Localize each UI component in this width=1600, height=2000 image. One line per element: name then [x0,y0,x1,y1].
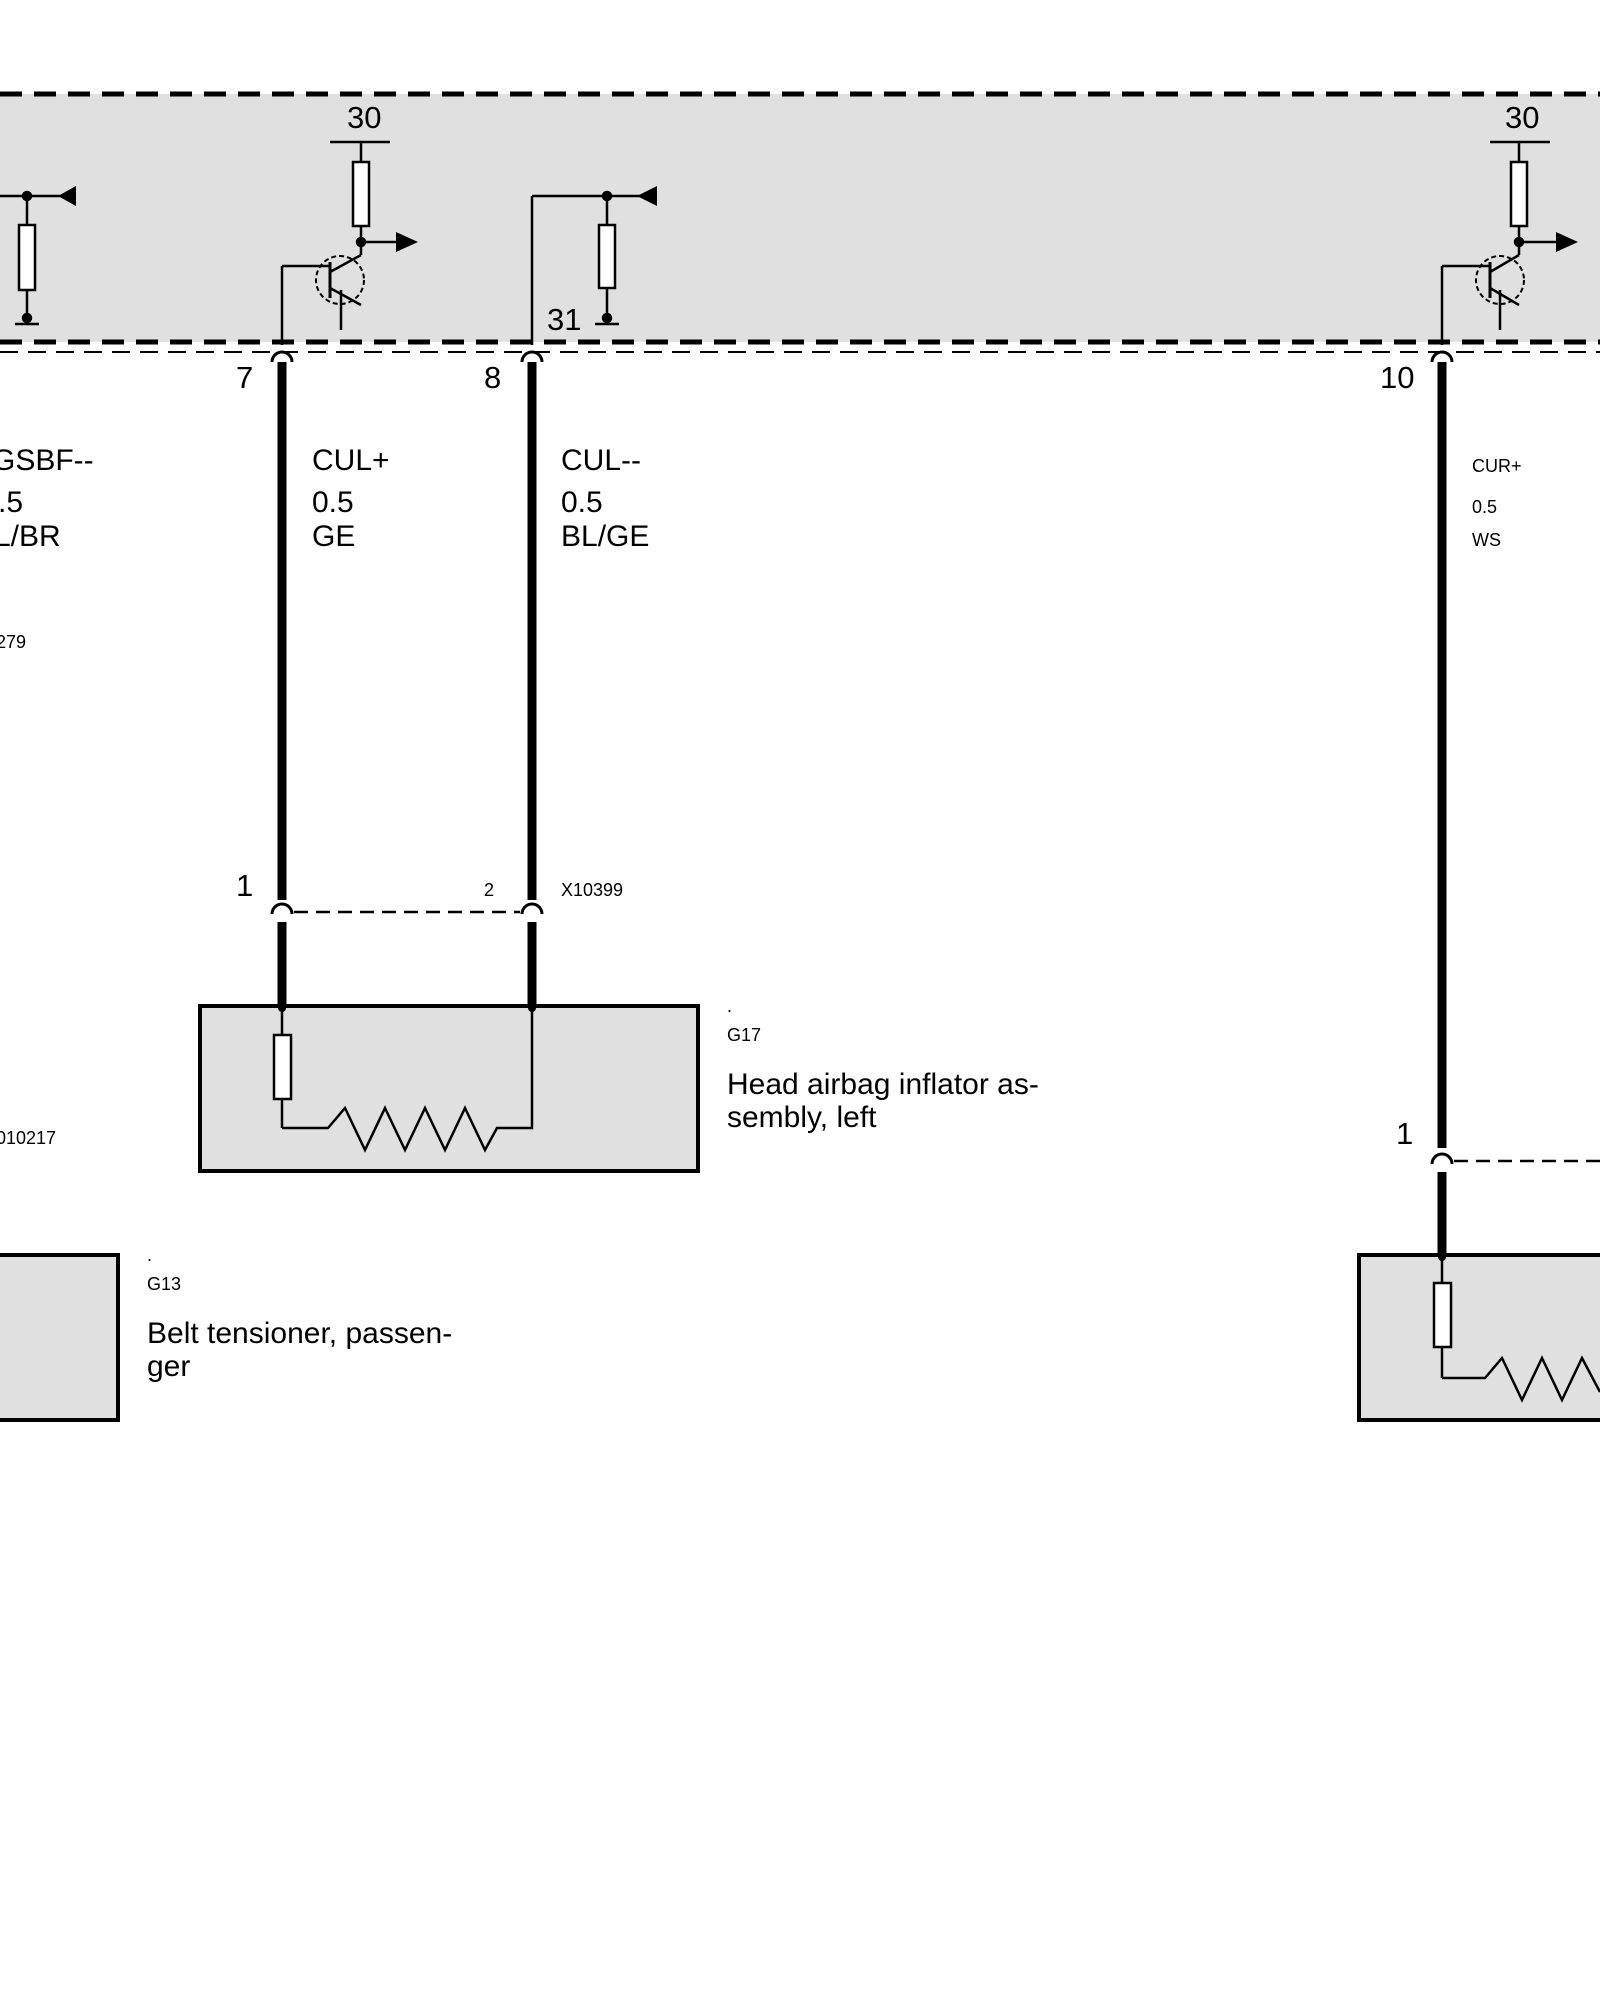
wire-label-cul-minus: CUL-- 0.5 BL/GE [561,444,649,553]
connector-x10399-pin-2: 2 [484,880,494,900]
component-g13-code: G13 [147,1274,181,1294]
left-pulldown-resistor [0,186,76,326]
connector-x10399-id: X10399 [561,880,623,900]
wire-label-gsbf: GSBF-- .5 L/BR 279 [0,444,94,652]
component-g17-name-line2: sembly, left [727,1101,877,1134]
component-g13-dot: . [147,1245,152,1265]
ecu-pin-arcs [270,350,1454,363]
component-g13-name-line2: ger [147,1350,190,1383]
component-g17-box [198,1004,700,1173]
pin-10-label: 10 [1380,360,1414,395]
component-g13-name-line1: Belt tensioner, passen- [147,1317,452,1350]
component-g17-label: . G17 Head airbag inflator as- sembly, l… [727,996,1039,1134]
right-component-box [1357,1253,1600,1422]
component-g13-label: . G13 Belt tensioner, passen- ger [147,1245,452,1383]
left-connector-ref: 010217 [0,1128,56,1148]
wire-cul-minus-color: BL/GE [561,520,649,553]
wire-cul-minus-size: 0.5 [561,486,603,519]
wire-cur-plus-color: WS [1472,530,1501,550]
wire-gsbf-name: GSBF-- [0,444,94,477]
wire-cur-plus-name: CUR+ [1472,456,1522,476]
wire-cur-plus-size: 0.5 [1472,497,1497,517]
connector-x10399: 1 2 X10399 [236,868,623,915]
terminal-30-right-label: 30 [1505,100,1539,135]
wire-cul-plus-color: GE [312,520,355,553]
control-unit-housing [0,91,1600,353]
wire-label-cul-plus: CUL+ 0.5 GE [312,444,390,553]
right-connector-pin-1: 1 [1396,1116,1413,1151]
component-g17-name-line1: Head airbag inflator as- [727,1068,1039,1101]
component-g17-dot: . [727,996,732,1016]
wire-cul-minus-name: CUL-- [561,444,641,477]
component-g17-code: G17 [727,1025,761,1045]
component-g13-box [0,1253,120,1422]
high-side-driver-cur-plus [1440,140,1578,345]
wire-cul-plus-name: CUL+ [312,444,390,477]
connector-x10399-pin-1: 1 [236,868,253,903]
wire-gsbf-size: .5 [0,486,23,519]
right-connector: 1 [1396,1116,1600,1165]
terminal-30-left-label: 30 [347,100,381,135]
pin-7-label: 7 [236,360,253,395]
high-side-driver-cul-plus [280,140,418,345]
ground-circuit-cul-minus [530,186,657,345]
wire-gsbf-ref: 279 [0,632,26,652]
terminal-31-label: 31 [547,302,581,337]
pin-8-label: 8 [484,360,501,395]
wire-cul-plus-size: 0.5 [312,486,354,519]
wire-label-cur-plus: CUR+ 0.5 WS [1472,456,1522,550]
wire-gsbf-color: L/BR [0,520,61,553]
